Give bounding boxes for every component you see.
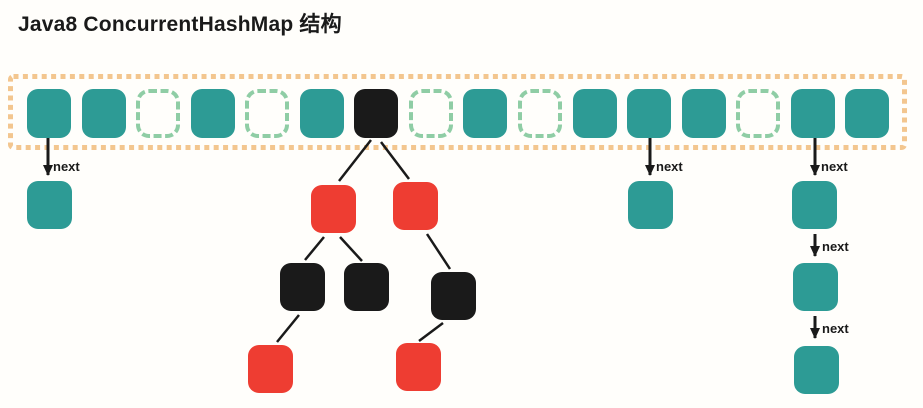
next-label: next xyxy=(656,159,683,174)
tree-node-red xyxy=(311,185,356,233)
array-cell-filled xyxy=(299,89,344,138)
array-cell-filled xyxy=(572,89,617,138)
next-label: next xyxy=(822,321,849,336)
list-node-teal xyxy=(794,346,839,394)
array-cell-filled xyxy=(845,89,890,138)
list-node-teal xyxy=(793,263,838,311)
array-cell-empty xyxy=(245,89,290,138)
next-label: next xyxy=(822,239,849,254)
next-label: next xyxy=(53,159,80,174)
array-cell-filled xyxy=(681,89,726,138)
tree-node-black xyxy=(280,263,325,311)
list-node-teal xyxy=(792,181,837,229)
array-cell-empty xyxy=(136,89,181,138)
array-cell-empty xyxy=(736,89,781,138)
array-cell-filled xyxy=(627,89,672,138)
list-node-teal xyxy=(628,181,673,229)
next-label: next xyxy=(821,159,848,174)
tree-edge xyxy=(304,236,325,261)
array-cell-filled xyxy=(27,89,71,138)
tree-edge xyxy=(418,322,444,342)
tree-edge xyxy=(338,139,372,182)
list-node-teal xyxy=(27,181,72,229)
array-cell-empty xyxy=(408,89,453,138)
tree-edge xyxy=(276,314,300,343)
array-cell-filled xyxy=(190,89,235,138)
tree-node-black xyxy=(431,272,476,320)
array-cell-filled xyxy=(81,89,126,138)
tree-node-red xyxy=(393,182,438,230)
array-cell-filled xyxy=(463,89,508,138)
tree-node-red xyxy=(396,343,441,391)
array-cell-tree-root xyxy=(354,89,399,138)
tree-edge xyxy=(380,141,410,180)
tree-edge xyxy=(425,233,452,270)
array-cell-filled xyxy=(790,89,835,138)
array-cell-empty xyxy=(517,89,562,138)
tree-node-black xyxy=(344,263,389,311)
tree-node-red xyxy=(248,345,293,393)
tree-edge xyxy=(339,236,363,262)
page-title: Java8 ConcurrentHashMap 结构 xyxy=(18,13,342,36)
